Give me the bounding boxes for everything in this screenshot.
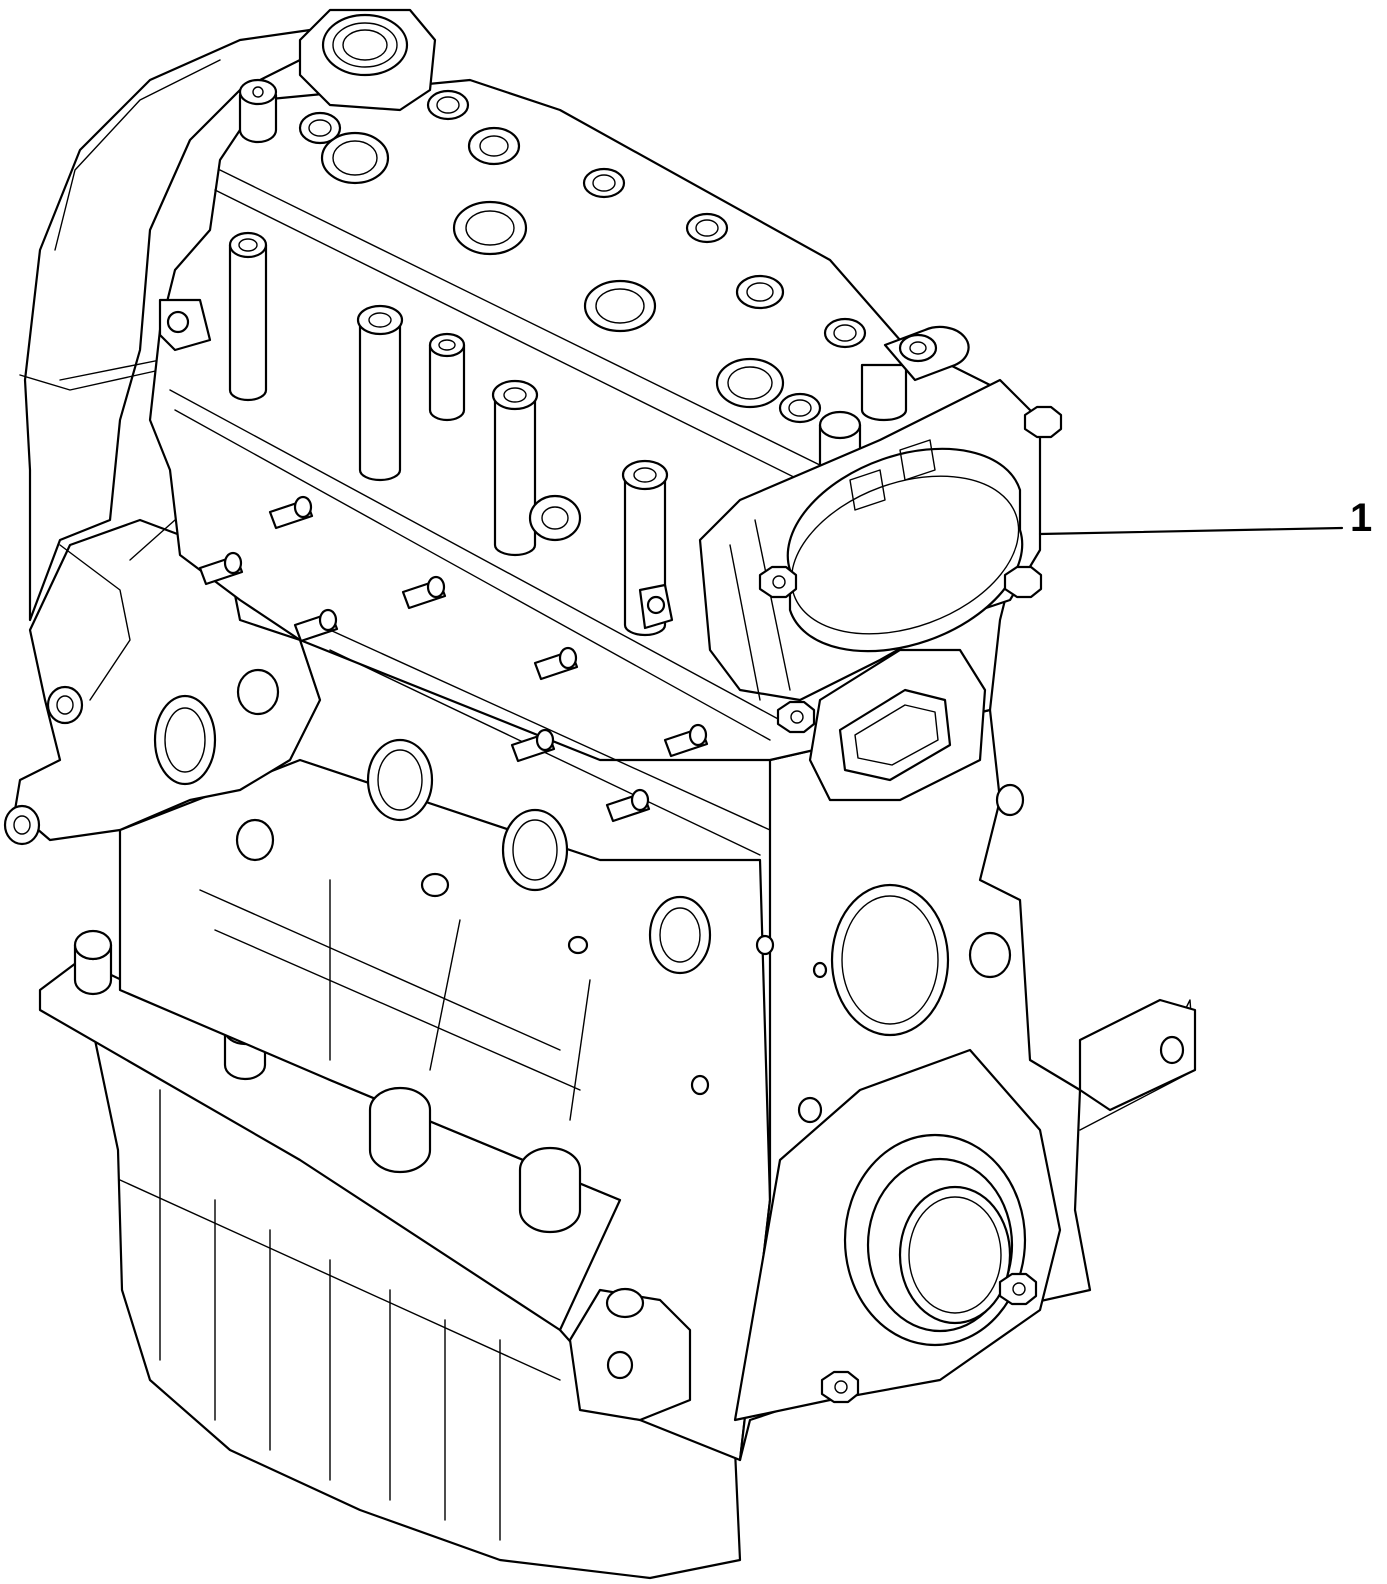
- cam-cover-ports: [238, 8, 867, 424]
- engine-block: [118, 758, 772, 1462]
- timing-cover: [19, 28, 312, 622]
- front-lower-bracket: [568, 1287, 692, 1422]
- callout-label-1: 1: [1350, 496, 1373, 540]
- thermostat-housing-item-1: [698, 378, 1063, 734]
- manifold-studs: [198, 495, 709, 823]
- head-lugs: [158, 298, 674, 630]
- coil-towers: [228, 231, 970, 637]
- callout-leader-1: [1038, 526, 1344, 536]
- outlet-flange: [808, 648, 987, 802]
- exhaust-ports: [366, 738, 712, 975]
- rear-seal-carrier: [733, 1048, 1062, 1422]
